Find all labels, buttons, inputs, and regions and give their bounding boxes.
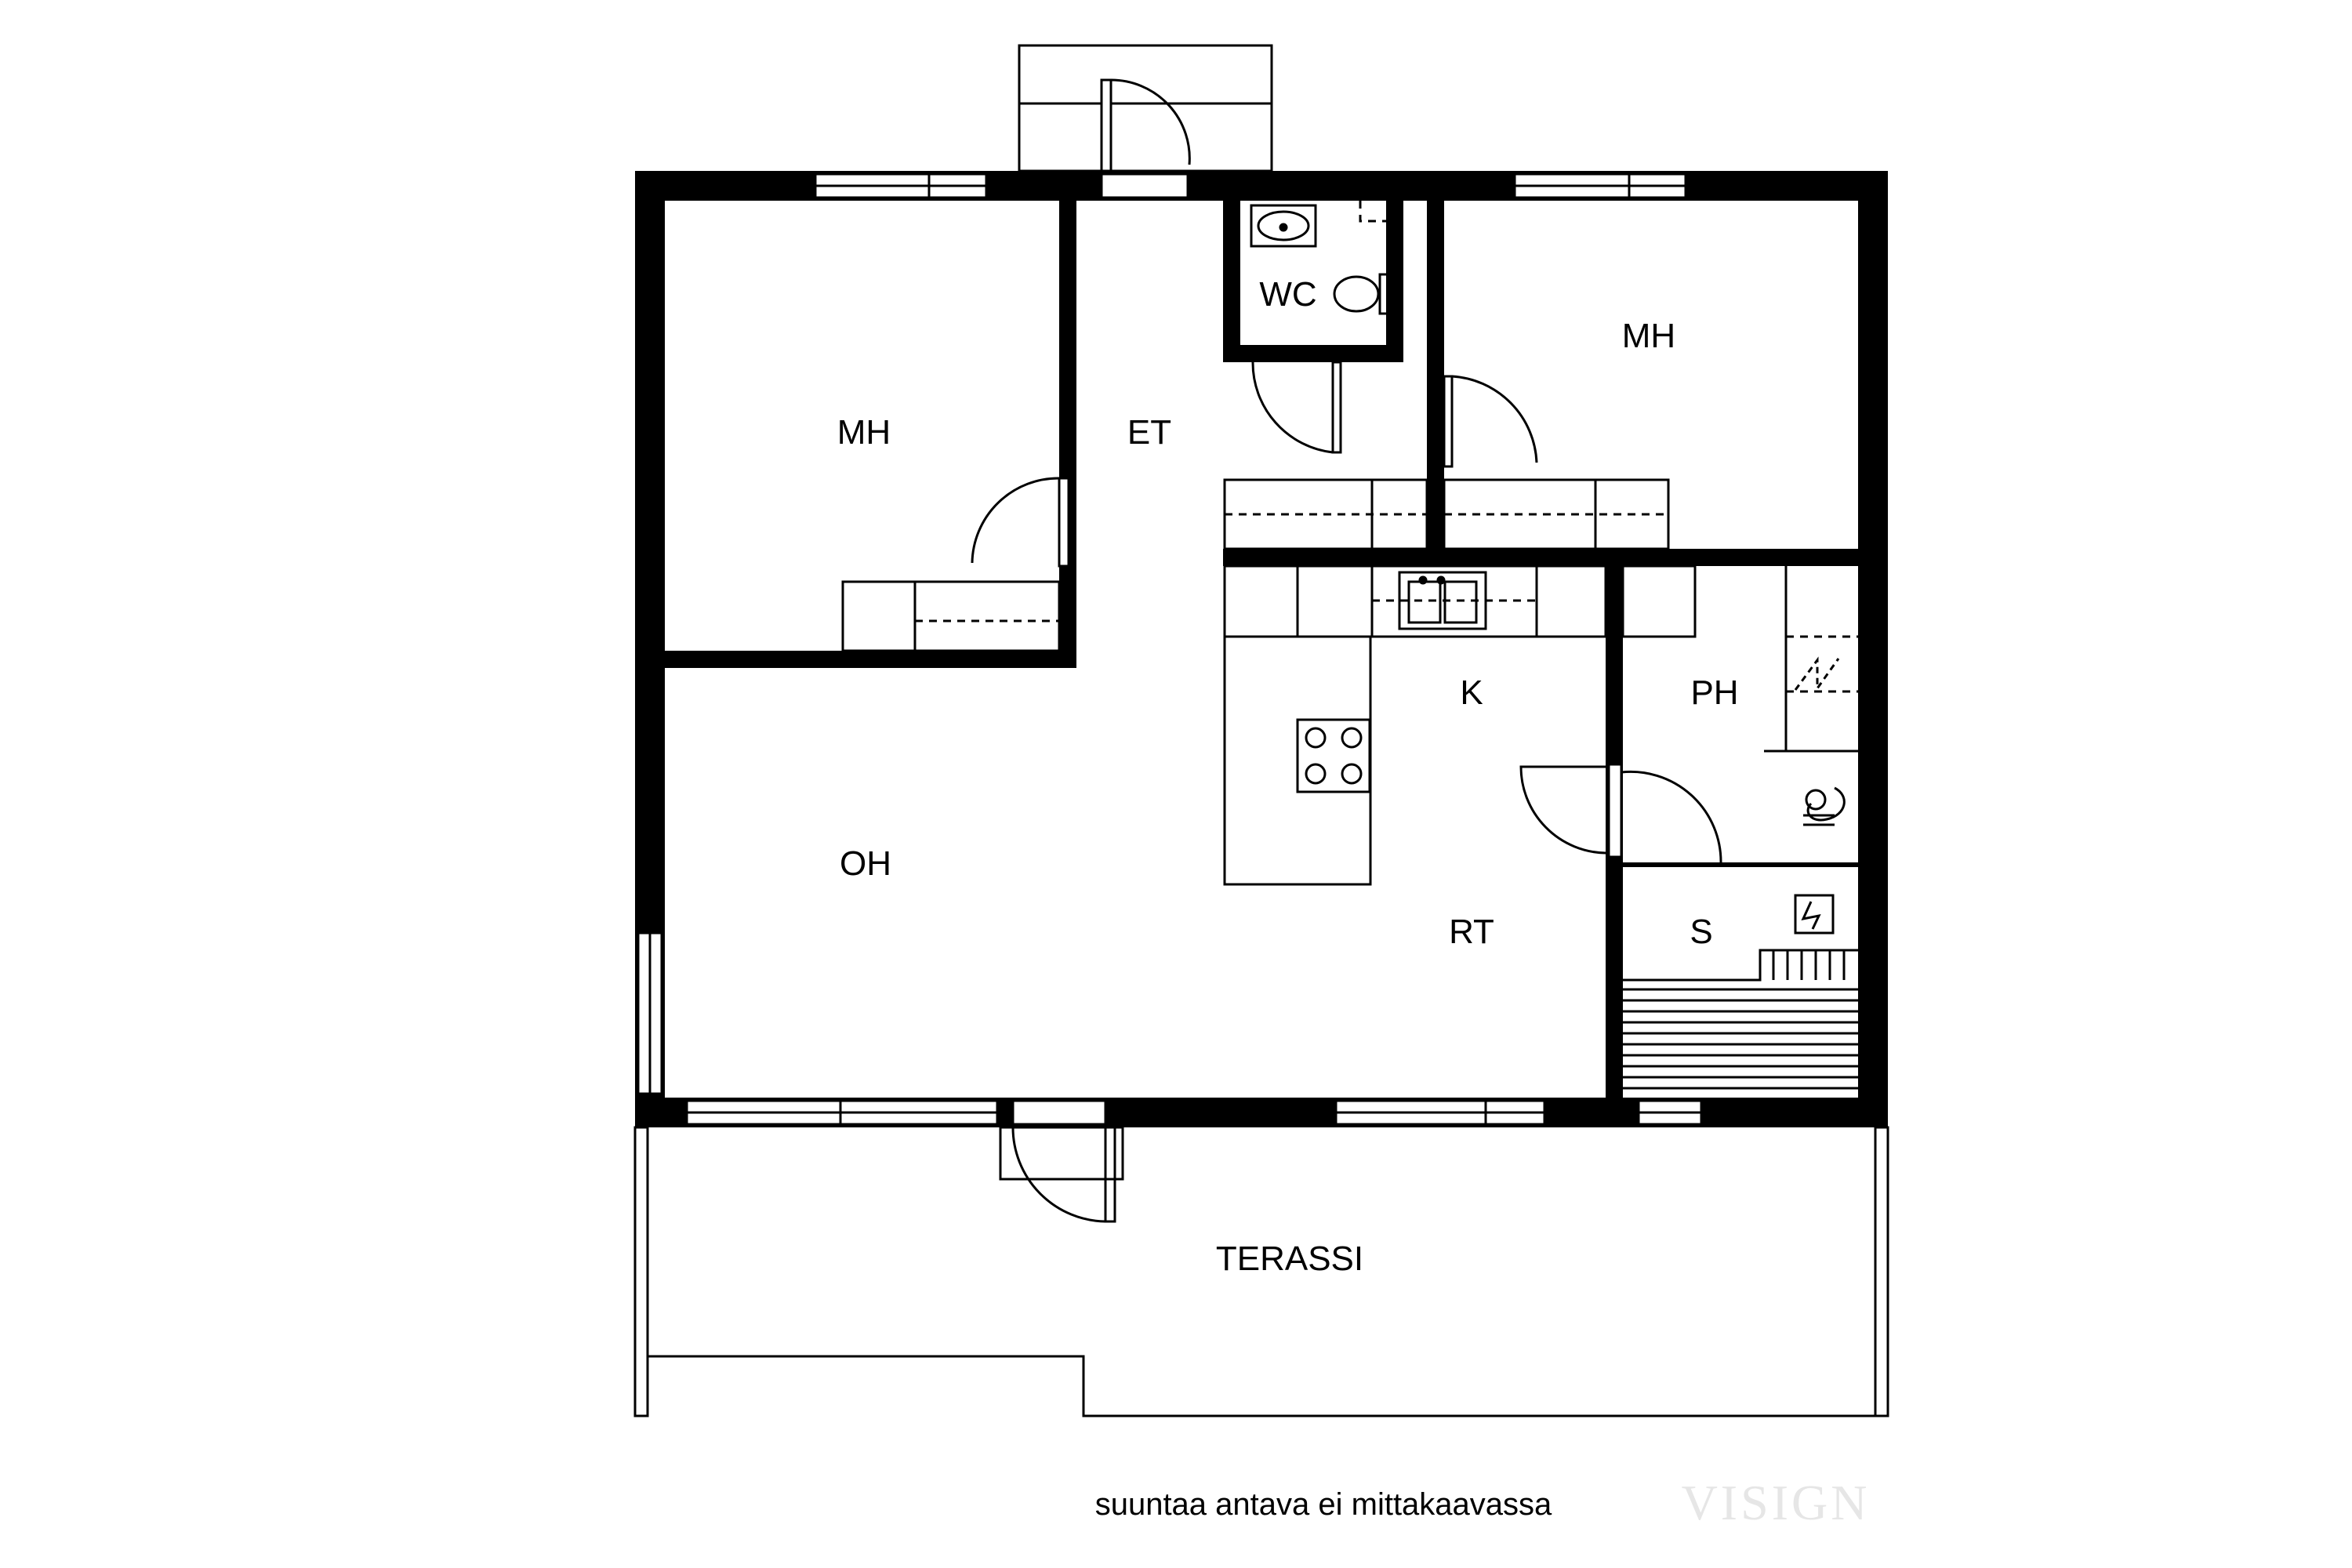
room-label-wc: WC — [1259, 275, 1316, 314]
room-label-mh-west: MH — [837, 413, 891, 452]
entrance-porch — [1018, 44, 1273, 172]
windows — [637, 172, 1703, 1126]
ph-door — [1607, 763, 1722, 863]
kitchen-counters — [1223, 564, 1607, 886]
window-south-3 — [1637, 1099, 1703, 1126]
wardrobe-mh-east — [1443, 478, 1670, 550]
mh-west-door — [971, 477, 1070, 568]
watermark-logo: VISIGN — [1682, 1475, 1871, 1530]
mh-east-door — [1443, 375, 1538, 468]
kitchen-sink-icon — [1398, 571, 1487, 630]
window-north-east — [1513, 172, 1687, 199]
room-label-et: ET — [1127, 413, 1171, 452]
window-north-west — [814, 172, 988, 199]
ph-fixtures — [1621, 564, 1858, 826]
wardrobes — [841, 478, 1670, 652]
window-west — [637, 931, 663, 1095]
room-label-terassi: TERASSI — [1216, 1240, 1363, 1278]
wardrobe-hall — [1223, 478, 1428, 550]
front-door — [1100, 78, 1191, 172]
door-openings — [1011, 172, 1189, 1126]
wc-door — [1251, 361, 1342, 454]
doors — [971, 78, 1722, 1223]
window-south-2 — [1334, 1099, 1546, 1126]
stove-icon — [1296, 718, 1371, 793]
room-label-mh-east: MH — [1622, 317, 1675, 355]
terrace-outline — [633, 1126, 1889, 1417]
sink-icon — [1250, 204, 1317, 248]
kitchen-door — [1519, 765, 1606, 855]
sauna-heater-icon — [1794, 894, 1835, 935]
window-south-1 — [685, 1099, 999, 1126]
wardrobe-mh-west — [841, 580, 1061, 652]
terrace-door — [999, 1126, 1124, 1223]
exterior-walls — [635, 171, 1888, 1127]
wc-fixtures — [1250, 201, 1403, 315]
room-label-k: K — [1460, 673, 1483, 712]
sauna-bench — [1623, 949, 1858, 1090]
room-label-oh: OH — [840, 844, 891, 883]
room-label-s: S — [1690, 913, 1712, 951]
sauna-fixtures — [1623, 894, 1858, 1090]
scale-disclaimer: suuntaa antava ei mittakaavassa — [1095, 1487, 1552, 1522]
shower-icon — [1803, 786, 1846, 826]
room-label-rt: RT — [1449, 913, 1494, 951]
kitchen-island — [1223, 635, 1372, 886]
room-label-ph: PH — [1690, 673, 1738, 712]
toilet-icon — [1333, 273, 1392, 315]
